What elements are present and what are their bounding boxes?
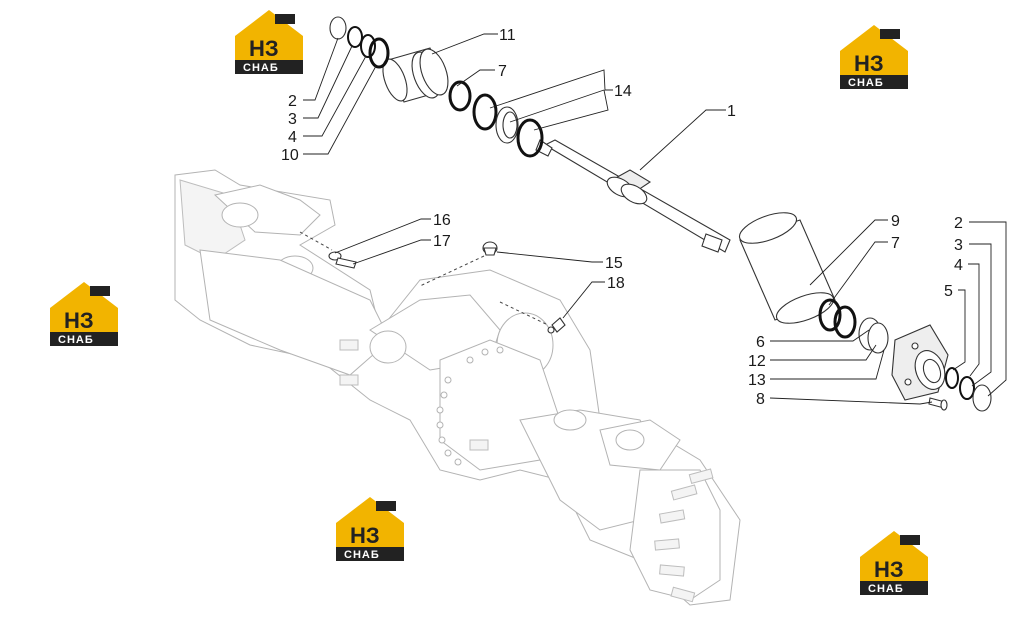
- wheel-studs: [654, 468, 714, 603]
- callout-2: 2: [288, 93, 297, 110]
- svg-text:СНАБ: СНАБ: [344, 549, 380, 561]
- dashed-assembly-lines: [299, 231, 549, 326]
- callout-18: 18: [607, 275, 625, 292]
- callout-5: 5: [944, 283, 953, 300]
- nipple-18: [547, 317, 566, 334]
- watermark-logo-2: НЗ СНАБ: [840, 25, 908, 89]
- end-cap-head: [891, 324, 992, 412]
- svg-text:СНАБ: СНАБ: [243, 62, 279, 74]
- callout-4-right: 4: [954, 257, 963, 274]
- cylinder-tube: [738, 212, 836, 324]
- svg-text:НЗ: НЗ: [249, 36, 279, 61]
- bolt-17-and-washer-16: [328, 251, 357, 269]
- svg-text:СНАБ: СНАБ: [868, 583, 904, 595]
- callout-3-right: 3: [954, 237, 963, 254]
- callout-labels: 1 2 3 4 10 11 7 14 16 17 15 18 9 7 6 12 …: [281, 27, 963, 408]
- flange-bolt-ring: [436, 346, 504, 466]
- callout-17: 17: [433, 233, 451, 250]
- callout-15: 15: [605, 255, 623, 272]
- axle-housing: [174, 169, 741, 606]
- svg-text:НЗ: НЗ: [874, 557, 904, 582]
- piston-rod: [535, 139, 731, 253]
- leader-lines: [303, 33, 1007, 405]
- svg-text:СНАБ: СНАБ: [848, 77, 884, 89]
- callout-13: 13: [748, 372, 766, 389]
- callout-8: 8: [756, 391, 765, 408]
- svg-text:НЗ: НЗ: [64, 308, 94, 333]
- callout-3: 3: [288, 111, 297, 128]
- callout-12: 12: [748, 353, 766, 370]
- watermark-logo-3: НЗ СНАБ: [50, 282, 118, 346]
- svg-text:НЗ: НЗ: [854, 51, 884, 76]
- watermark-logo-1: НЗ СНАБ: [235, 10, 303, 74]
- svg-text:НЗ: НЗ: [350, 523, 380, 548]
- bolt-8: [928, 397, 948, 411]
- seal-rings-14-7: [448, 80, 544, 158]
- callout-2-right: 2: [954, 215, 963, 232]
- callout-1: 1: [727, 103, 736, 120]
- callout-7-lower: 7: [891, 235, 900, 252]
- grease-fitting-15: [482, 241, 498, 256]
- callout-10: 10: [281, 147, 299, 164]
- svg-text:СНАБ: СНАБ: [58, 334, 94, 346]
- callout-9: 9: [891, 213, 900, 230]
- callout-11: 11: [499, 27, 516, 44]
- callout-14: 14: [614, 83, 632, 100]
- watermark-logo-5: НЗ СНАБ: [860, 531, 928, 595]
- callout-7: 7: [498, 63, 507, 80]
- gland-nut-11: [382, 47, 449, 103]
- watermark-logo-4: НЗ СНАБ: [336, 497, 404, 561]
- callout-16: 16: [433, 212, 451, 229]
- seal-rings-top-left: [329, 16, 390, 69]
- callout-6: 6: [756, 334, 765, 351]
- seal-rings-lower: [818, 298, 889, 354]
- callout-4: 4: [288, 129, 297, 146]
